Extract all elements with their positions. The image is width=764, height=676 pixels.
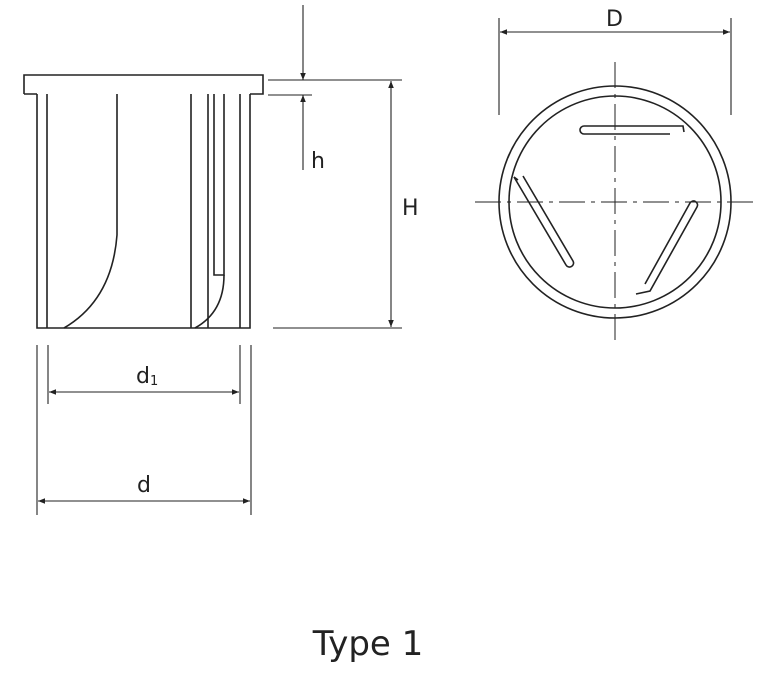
d1-dimension: [47, 345, 241, 404]
d1-label-main: d: [136, 364, 150, 389]
d1-label: d1: [136, 364, 158, 389]
flange: [23, 74, 264, 95]
d-label: d: [137, 473, 151, 498]
inner-ring: [508, 95, 722, 309]
finger-curve-left: [63, 94, 118, 329]
body-outline: [36, 94, 251, 329]
side-view: [23, 74, 264, 329]
slot-tab: [213, 94, 225, 276]
spring-finger-right: [635, 200, 699, 295]
figure-caption: Type 1: [312, 624, 424, 664]
spring-finger-top: [579, 125, 685, 135]
outer-ring: [498, 85, 732, 319]
D-dimension: [498, 18, 732, 115]
d-dimension: [36, 345, 252, 515]
centerlines: [475, 62, 756, 342]
top-view: [498, 85, 732, 319]
H-dimension: [270, 79, 402, 329]
d1-label-sub: 1: [150, 374, 158, 389]
h-dimension: [268, 5, 312, 170]
finger-curve-right: [194, 274, 225, 329]
H-label: H: [402, 196, 419, 221]
h-label: h: [311, 149, 325, 174]
spring-finger-left: [513, 175, 575, 268]
D-label: D: [606, 7, 623, 32]
